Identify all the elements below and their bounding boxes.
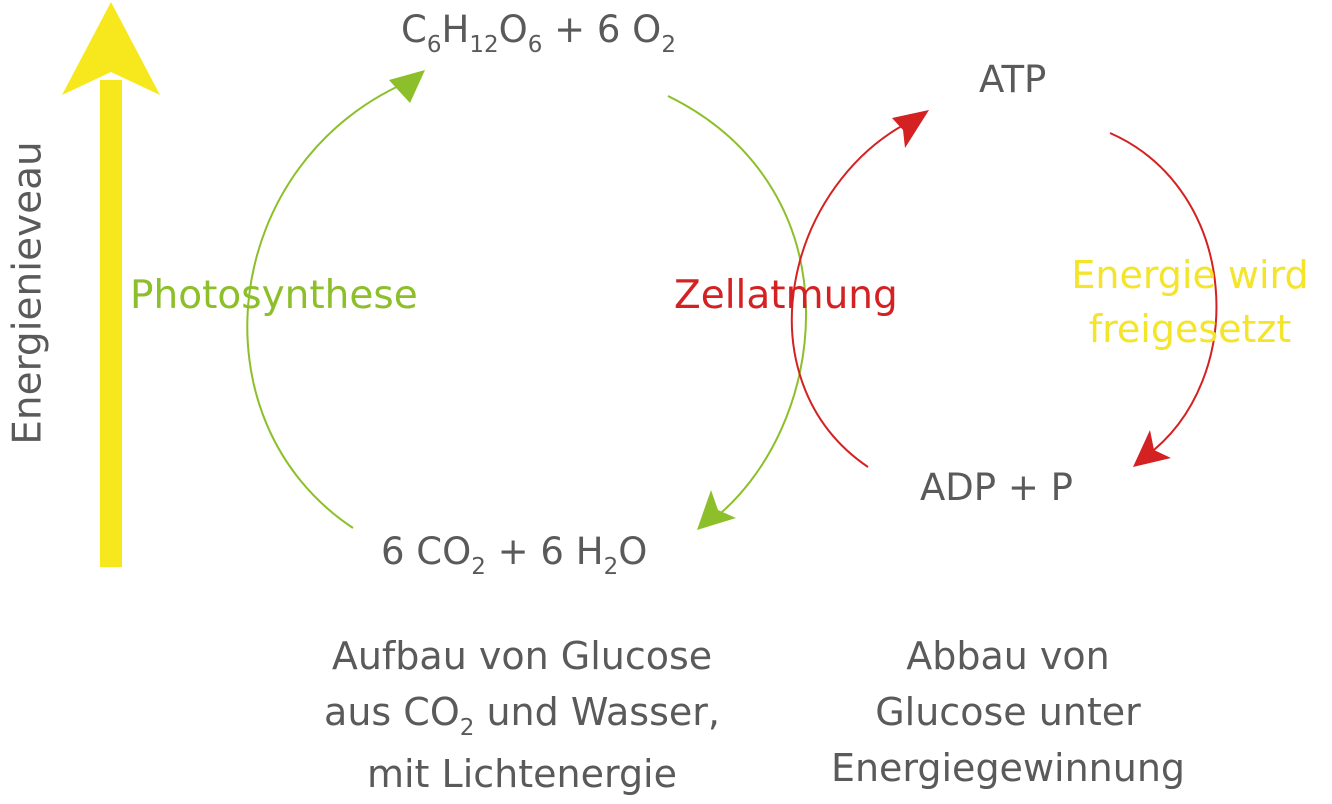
atp-label: ATP bbox=[979, 58, 1047, 101]
energy-axis-label: Energienieveau bbox=[5, 141, 51, 445]
respiration-caption-line1: Abbau von bbox=[906, 634, 1110, 678]
photosynthesis-cycle bbox=[246, 79, 807, 529]
photosynthesis-caption: Aufbau von Glucose aus CO2 und Wasser, m… bbox=[324, 628, 720, 802]
photosynthesis-caption-line1: Aufbau von Glucose bbox=[331, 634, 713, 678]
energy-note-line1: Energie wird bbox=[1071, 253, 1309, 297]
respiration-caption-line3: Energiegewinnung bbox=[830, 746, 1186, 790]
photosynthesis-label: Photosynthese bbox=[130, 273, 418, 318]
photosynthesis-arc-right bbox=[667, 95, 807, 523]
glucose-oxygen-formula: C6H12O6 + 6 O2 bbox=[401, 8, 676, 58]
respiration-arrowhead-top bbox=[892, 110, 929, 148]
photosynthesis-arrowhead-bottom bbox=[697, 490, 736, 530]
energy-released-note: Energie wird freigesetzt bbox=[1071, 248, 1308, 356]
adp-p-label: ADP + P bbox=[920, 466, 1073, 509]
respiration-caption: Abbau von Glucose unter Energiegewinnung bbox=[831, 628, 1185, 796]
photosynthesis-arc-left bbox=[246, 79, 413, 529]
energy-level-arrow bbox=[62, 2, 160, 567]
respiration-caption-line2: Glucose unter bbox=[875, 690, 1141, 734]
photosynthesis-caption-line2: aus CO2 und Wasser, bbox=[324, 690, 720, 741]
photosynthesis-caption-line3: mit Lichtenergie bbox=[366, 752, 677, 796]
photosynthesis-arrowhead-top bbox=[389, 70, 425, 103]
respiration-arrowhead-bottom bbox=[1133, 430, 1171, 467]
respiration-label: Zellatmung bbox=[674, 273, 898, 318]
respiration-cycle bbox=[791, 117, 1218, 468]
energy-note-line2: freigesetzt bbox=[1088, 307, 1292, 351]
respiration-arc-right bbox=[1109, 132, 1218, 458]
respiration-arc-left bbox=[791, 117, 918, 468]
co2-water-formula: 6 CO2 + 6 H2O bbox=[381, 530, 648, 580]
